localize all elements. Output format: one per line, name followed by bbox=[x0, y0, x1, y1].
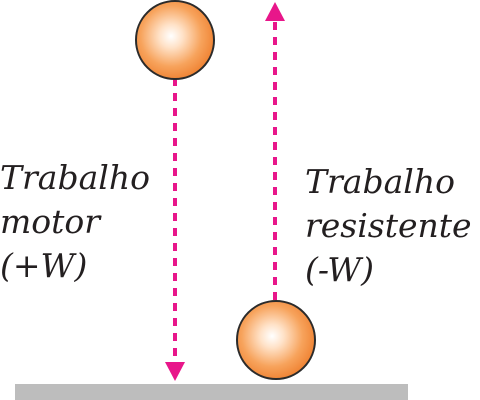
label-trabalho-motor: Trabalho motor (+W) bbox=[0, 156, 150, 288]
ground-bar bbox=[15, 384, 408, 400]
label-motor-line2: motor bbox=[0, 202, 101, 241]
label-resist-line2: resistente bbox=[305, 206, 472, 245]
label-trabalho-resistente: Trabalho resistente (-W) bbox=[305, 160, 472, 292]
ball-top bbox=[135, 0, 215, 80]
label-resist-line1: Trabalho bbox=[305, 162, 455, 201]
arrow-up-head bbox=[265, 2, 285, 21]
label-motor-line3: (+W) bbox=[0, 246, 88, 285]
label-motor-line1: Trabalho bbox=[0, 158, 150, 197]
arrow-down-head bbox=[165, 362, 185, 381]
label-resist-line3: (-W) bbox=[305, 250, 375, 289]
ball-bottom bbox=[236, 300, 316, 380]
